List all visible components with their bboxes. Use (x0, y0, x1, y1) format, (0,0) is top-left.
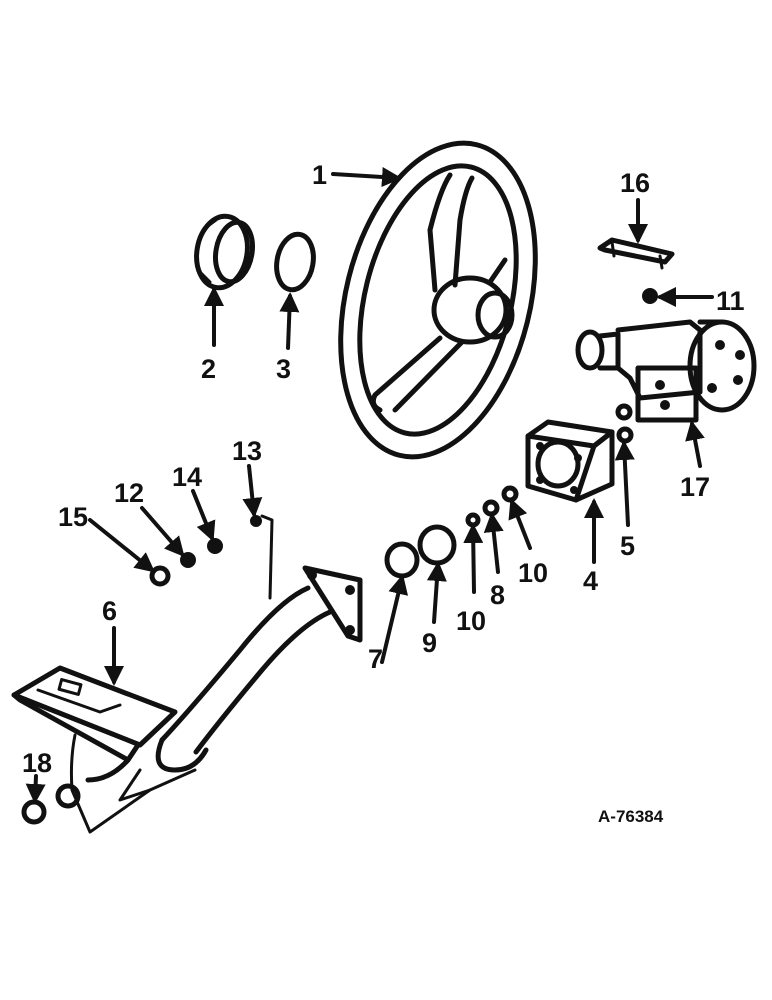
bushing (55, 783, 81, 809)
callout-3: 3 (276, 354, 291, 384)
callout-4: 4 (583, 566, 598, 596)
callout-5: 5 (620, 531, 635, 561)
spring-14 (207, 538, 223, 554)
callout-11: 11 (716, 286, 745, 316)
seal-7 (384, 541, 420, 579)
callout-8: 8 (490, 580, 505, 610)
callout-10-left: 10 (456, 606, 486, 636)
steering-wheel (338, 140, 538, 460)
callout-15: 15 (58, 502, 88, 532)
callout-numbers: 1 2 3 4 5 6 7 8 9 10 10 11 12 13 14 15 1… (22, 160, 745, 778)
pin-13 (250, 515, 262, 527)
callout-9: 9 (422, 628, 437, 658)
steering-column-support (11, 565, 363, 834)
seal-9 (417, 524, 457, 566)
callout-2: 2 (201, 354, 216, 384)
callout-16: 16 (620, 168, 650, 198)
callout-1: 1 (312, 160, 327, 190)
callout-7: 7 (368, 644, 383, 674)
steering-gear (575, 319, 757, 423)
washer-lower (616, 426, 634, 444)
callout-6: 6 (102, 596, 117, 626)
linkage-rod (260, 514, 274, 600)
bolt (642, 288, 658, 304)
leader-lines (25, 167, 714, 804)
bracket (597, 237, 675, 270)
figure-reference: A-76384 (598, 807, 664, 826)
adapter-housing (525, 419, 615, 503)
retaining-ring (274, 231, 316, 293)
nut-18 (21, 799, 47, 825)
washer-10-right (501, 485, 519, 503)
callout-10-right: 10 (518, 558, 548, 588)
callout-17: 17 (680, 472, 710, 502)
bearing (194, 213, 255, 291)
callout-18: 18 (22, 748, 52, 778)
nut-15 (149, 565, 171, 587)
callout-12: 12 (114, 478, 144, 508)
washer-10-left (465, 512, 481, 528)
washer-upper (615, 403, 633, 421)
callout-13: 13 (232, 436, 262, 466)
seal-8 (482, 499, 500, 517)
callout-14: 14 (172, 462, 202, 492)
